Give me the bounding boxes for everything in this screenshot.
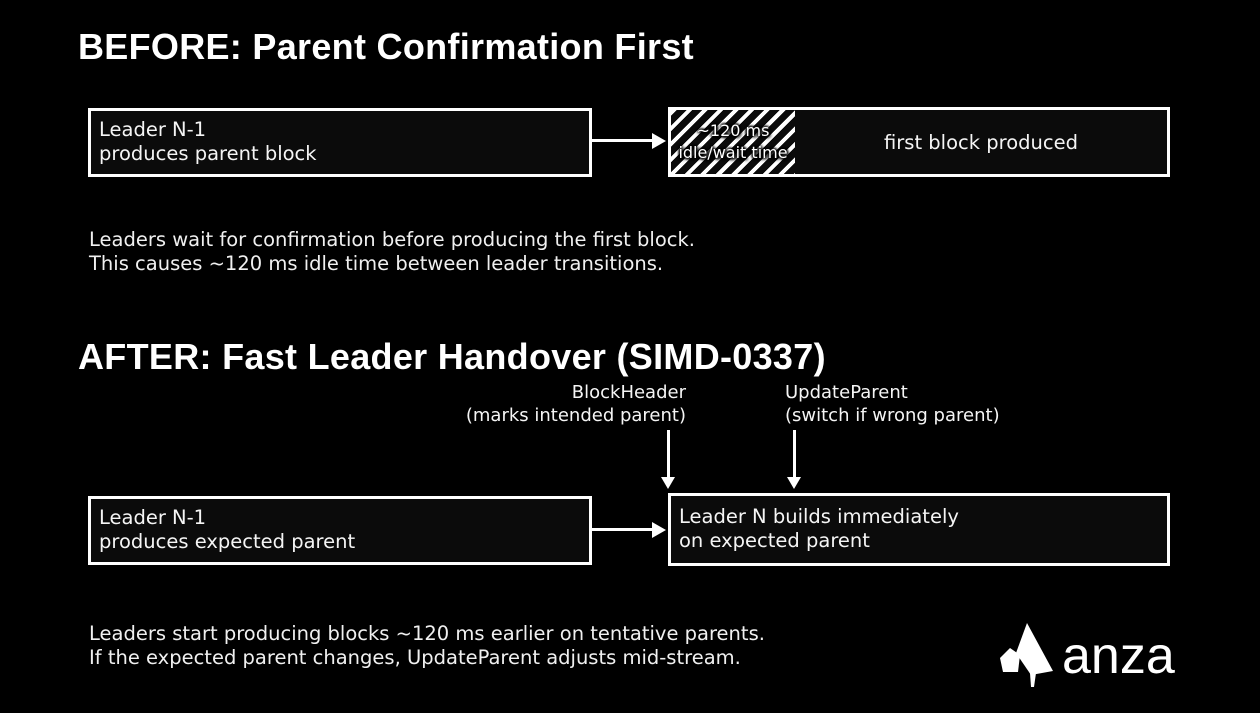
before-section-title: BEFORE: Parent Confirmation First (78, 26, 694, 67)
leader-n1-expected-label: Leader N-1 produces expected parent (91, 499, 589, 553)
blockheader-annotation-desc: (marks intended parent) (465, 404, 686, 426)
after-note-line1: Leaders start producing blocks ~120 ms e… (89, 622, 765, 645)
leader-n1-expected-label-line2: produces expected parent (99, 529, 356, 553)
idle-time-hatch-region: ~120 ms idle/wait time (671, 110, 795, 174)
updateparent-arrow-icon (787, 477, 801, 489)
leader-n1-parent-label-line1: Leader N-1 (99, 118, 207, 141)
idle-time-label-line2: idle/wait time (678, 143, 788, 162)
flow-arrow-before-line (592, 139, 653, 142)
leader-n1-expected-label-line1: Leader N-1 (99, 506, 207, 529)
leader-n-builds-label-line2: on expected parent (679, 528, 870, 552)
flow-arrow-before-icon (652, 133, 666, 149)
updateparent-annotation: UpdateParent (switch if wrong parent) (785, 382, 1000, 427)
updateparent-arrow-line (793, 430, 796, 478)
updateparent-annotation-desc: (switch if wrong parent) (785, 404, 1000, 426)
first-block-produced-label: first block produced (884, 130, 1078, 154)
leader-n1-parent-box: Leader N-1 produces parent block (88, 108, 592, 177)
idle-time-label-line1: ~120 ms (696, 121, 770, 140)
blockheader-arrow-line (667, 430, 670, 478)
anza-mark-icon (1000, 623, 1053, 687)
first-block-timeline-box: ~120 ms idle/wait time first block produ… (668, 107, 1170, 177)
blockheader-arrow-icon (661, 477, 675, 489)
updateparent-annotation-name: UpdateParent (785, 382, 908, 403)
flow-arrow-after-icon (652, 522, 666, 538)
anza-logo: anza (996, 620, 1176, 692)
anza-wordmark: anza (1062, 627, 1175, 685)
after-section-title: AFTER: Fast Leader Handover (SIMD-0337) (78, 336, 826, 377)
before-note: Leaders wait for confirmation before pro… (89, 228, 695, 275)
before-note-line2: This causes ~120 ms idle time between le… (89, 251, 664, 275)
flow-arrow-after-line (592, 528, 653, 531)
before-note-line1: Leaders wait for confirmation before pro… (89, 228, 695, 251)
after-note: Leaders start producing blocks ~120 ms e… (89, 622, 765, 669)
leader-n-builds-box: Leader N builds immediately on expected … (668, 493, 1170, 566)
leader-n-builds-label: Leader N builds immediately on expected … (671, 496, 1167, 552)
leader-n1-parent-label: Leader N-1 produces parent block (91, 111, 589, 165)
after-note-line2: If the expected parent changes, UpdatePa… (89, 645, 741, 669)
blockheader-annotation-name: BlockHeader (571, 382, 686, 403)
leader-n1-expected-box: Leader N-1 produces expected parent (88, 496, 592, 565)
leader-n1-parent-label-line2: produces parent block (99, 141, 317, 165)
leader-n-builds-label-line1: Leader N builds immediately (679, 505, 959, 528)
blockheader-annotation: BlockHeader (marks intended parent) (466, 382, 686, 427)
